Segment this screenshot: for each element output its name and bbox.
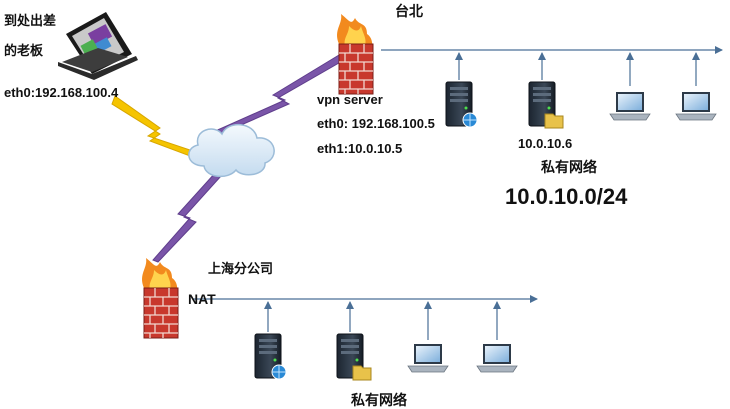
taipei-laptop-1-icon	[609, 91, 651, 121]
taipei-file-server-icon	[528, 81, 564, 129]
taipei-lan-label: 私有网络	[541, 159, 597, 175]
remote-lightning-link	[111, 95, 198, 157]
shanghai-lan-label: 私有网络	[351, 392, 407, 408]
shanghai-laptop-2-icon	[476, 343, 518, 373]
remote-laptop-icon	[58, 12, 138, 80]
shanghai-firewall-icon	[142, 258, 179, 339]
taipei-laptop-2-icon	[675, 91, 717, 121]
shanghai-site-label: 上海分公司	[208, 261, 274, 276]
remote-title-line1: 到处出差	[4, 13, 57, 28]
taipei-site-label: 台北	[395, 3, 423, 19]
taipei-subnet-label: 10.0.10.0/24	[505, 184, 628, 209]
remote-ip-label: eth0:192.168.100.4	[4, 85, 119, 100]
taipei-host-ip-label: 10.0.10.6	[518, 136, 573, 151]
taipei-firewall-icon	[337, 14, 374, 95]
shanghai-nat-label: NAT	[188, 291, 216, 307]
shanghai-lightning-link	[152, 171, 222, 263]
shanghai-file-server-icon	[336, 333, 372, 381]
remote-title-line2: 的老板	[4, 43, 44, 58]
shanghai-web-server-icon	[254, 333, 287, 380]
taipei-web-server-icon	[445, 81, 478, 128]
shanghai-laptop-1-icon	[407, 343, 449, 373]
vpn-eth0-label: eth0: 192.168.100.5	[317, 116, 435, 131]
internet-cloud-icon	[188, 124, 275, 178]
vpn-eth1-label: eth1:10.0.10.5	[317, 141, 403, 156]
vpn-server-label: vpn server	[317, 92, 383, 107]
